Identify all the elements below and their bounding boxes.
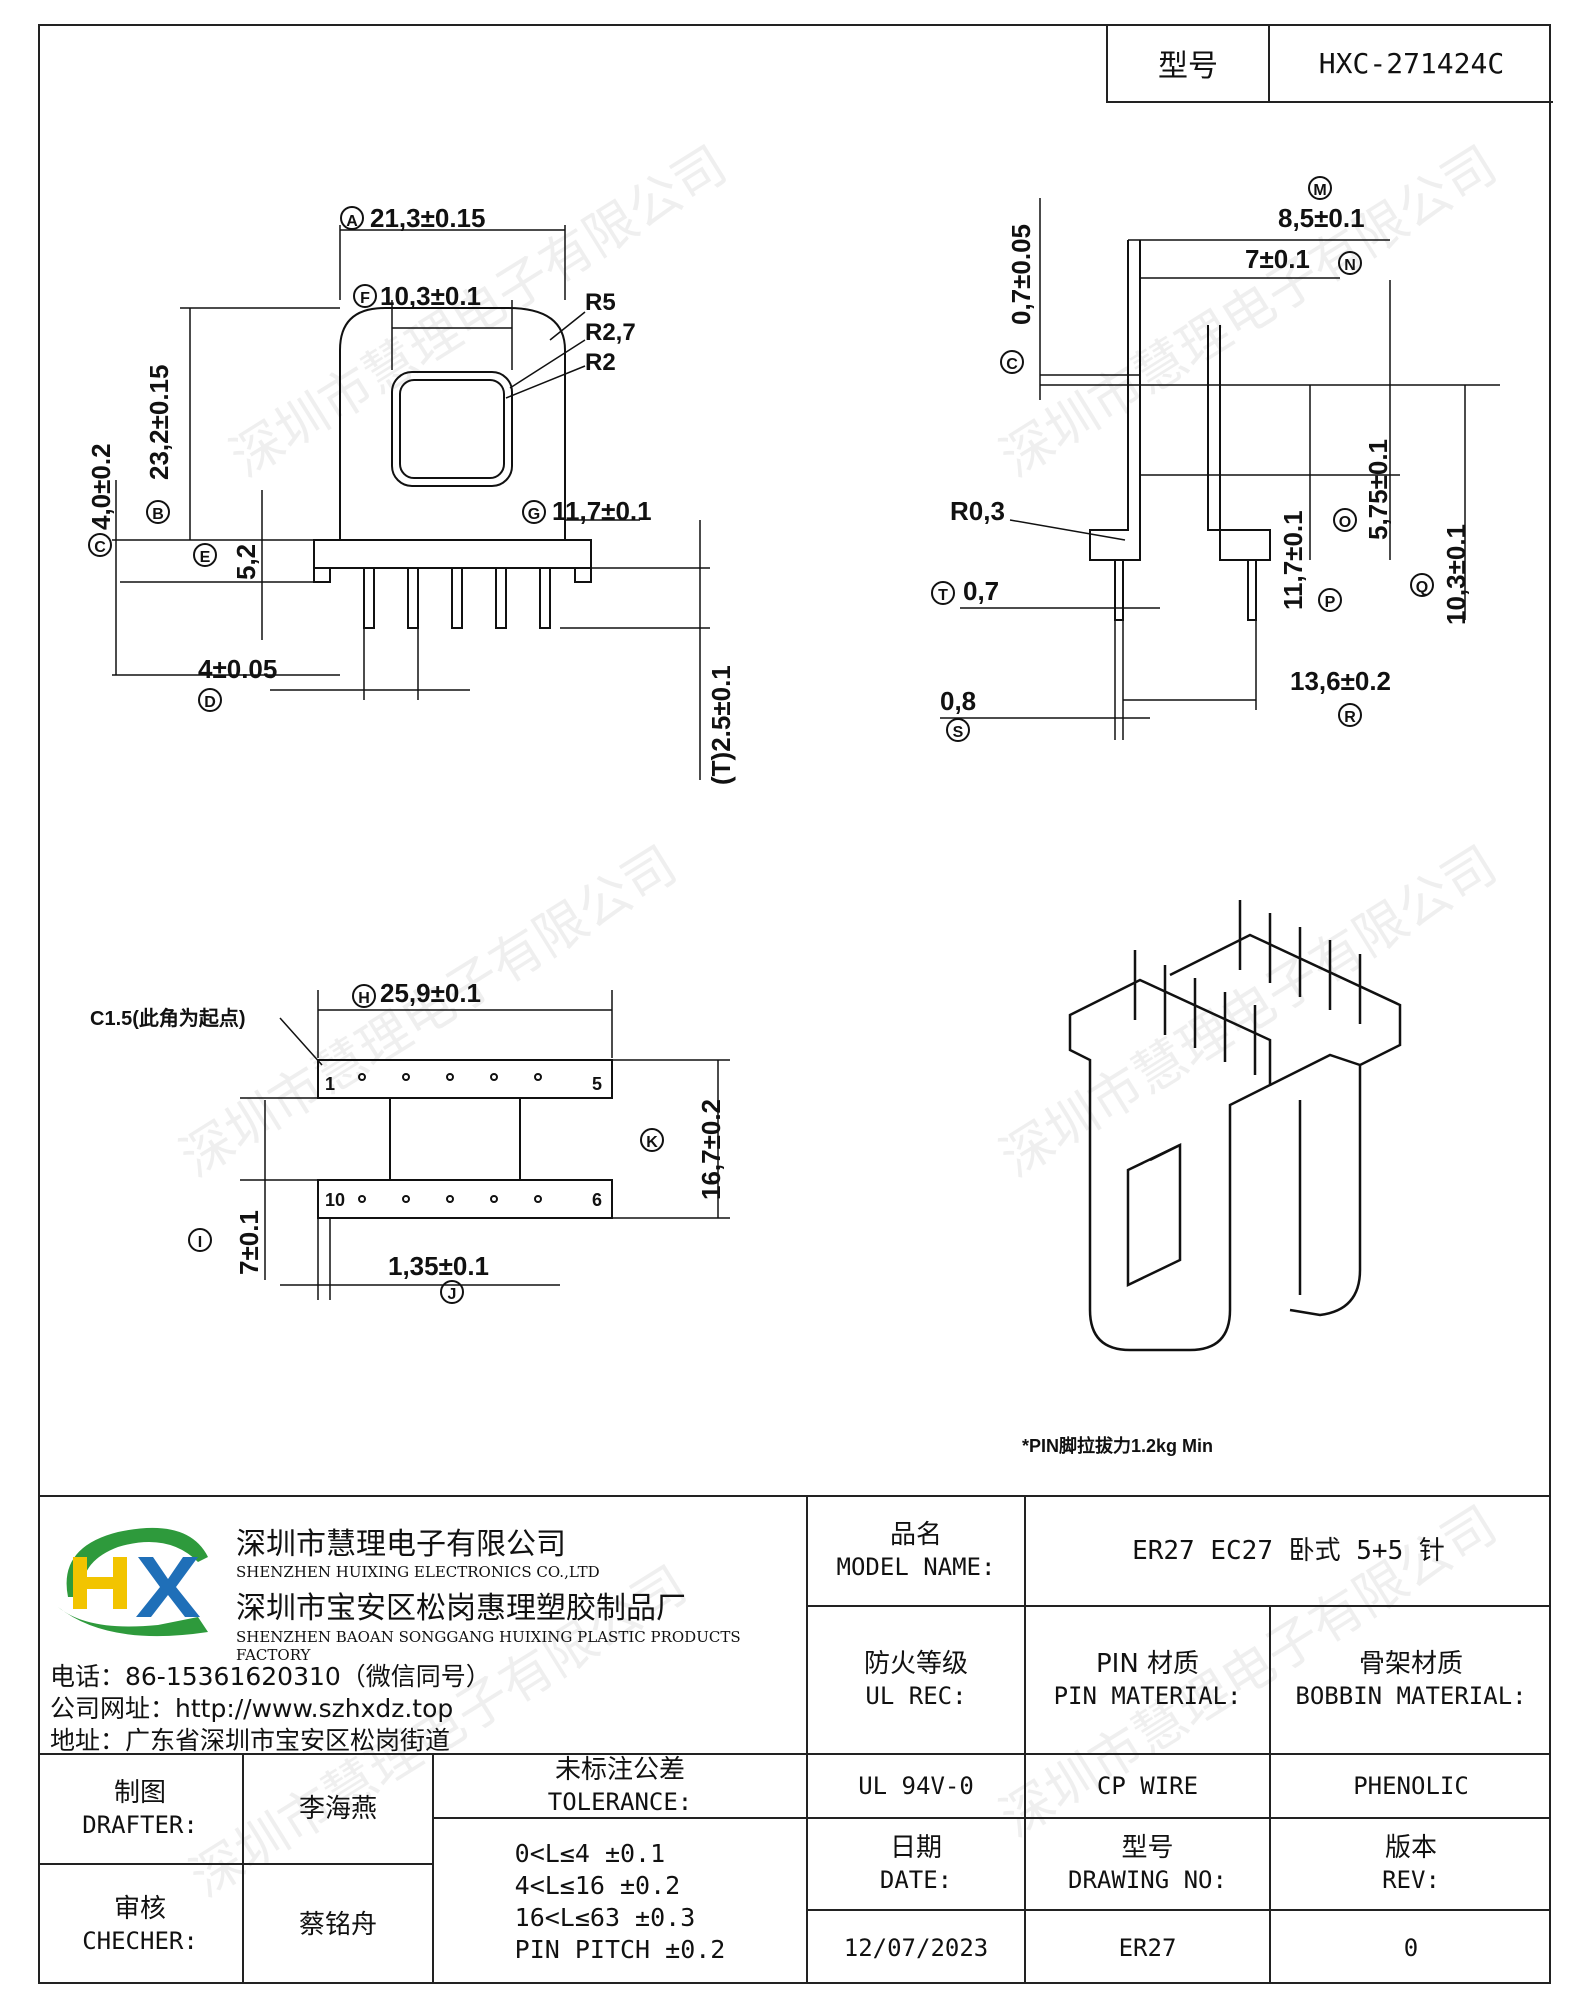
company-name-cn: 深圳市慧理电子有限公司: [236, 1527, 566, 1562]
bobbin-material-value: PHENOLIC: [1269, 1753, 1551, 1817]
dim-g: 11,7±0.1: [552, 496, 652, 526]
bobbin-material-label: 骨架材质 BOBBIN MATERIAL:: [1269, 1605, 1551, 1753]
pin-1: 1: [325, 1074, 335, 1094]
dim-s: 0,8: [940, 686, 976, 716]
company-phone: 电话：86-15361620310（微信同号）: [50, 1662, 491, 1691]
ul-rec-label: 防火等级 UL REC:: [806, 1605, 1024, 1753]
revision-label: 版本 REV:: [1269, 1817, 1551, 1909]
company-address: 地址：广东省深圳市宝安区松岗街道: [50, 1726, 451, 1755]
front-view: A 21,3±0.15 F 10,3±0.1 R5 R2,7 R2 23,2±0…: [86, 203, 736, 785]
model-name-value: ER27 EC27 卧式 5+5 针: [1024, 1495, 1551, 1605]
svg-text:G: G: [528, 506, 540, 523]
dim-a: 21,3±0.15: [370, 203, 485, 233]
svg-text:A: A: [346, 213, 358, 230]
svg-text:F: F: [360, 290, 370, 307]
dim-c15: C1.5(此角为起点): [90, 1006, 246, 1030]
dim-r27: R2,7: [585, 319, 636, 346]
svg-text:K: K: [646, 1134, 658, 1151]
dim-m: 8,5±0.1: [1278, 203, 1365, 233]
svg-text:M: M: [1313, 182, 1326, 199]
svg-text:C: C: [94, 539, 106, 556]
dim-q: 10,3±0.1: [1441, 524, 1471, 625]
dim-p: 11,7±0.1: [1278, 510, 1308, 610]
ul-value: UL 94V-0: [806, 1753, 1024, 1817]
dim-r: 13,6±0.2: [1290, 666, 1391, 696]
tolerance-line: 4<L≤16 ±0.2: [514, 1870, 681, 1900]
dim-k: 16,7±0.2: [696, 1099, 726, 1200]
svg-text:R: R: [1344, 709, 1356, 726]
svg-text:H: H: [358, 990, 370, 1007]
dim-o: 5,75±0.1: [1363, 439, 1393, 540]
svg-text:P: P: [1325, 594, 1336, 611]
svg-text:B: B: [152, 506, 164, 523]
svg-text:O: O: [1339, 514, 1351, 531]
date-label: 日期 DATE:: [806, 1817, 1024, 1909]
dim-b: 23,2±0.15: [144, 365, 174, 480]
pin-pull-note: *PIN脚拉拔力1.2kg Min: [1022, 1435, 1213, 1456]
company-logo: [58, 1527, 208, 1637]
company-name-en: SHENZHEN HUIXING ELECTRONICS CO.,LTD: [236, 1563, 600, 1581]
dim-c07: 0,7±0.05: [1006, 224, 1036, 325]
svg-text:D: D: [204, 694, 216, 711]
dim-j: 1,35±0.1: [388, 1251, 489, 1281]
dim-d: 4±0.05: [198, 654, 277, 684]
svg-text:C: C: [1006, 356, 1018, 373]
dim-r2: R2: [585, 349, 616, 376]
drafter-name: 李海燕: [242, 1753, 432, 1863]
model-name-label: 品名 MODEL NAME:: [806, 1495, 1024, 1605]
pin-6: 6: [592, 1190, 602, 1210]
dim-r5: R5: [585, 289, 616, 316]
svg-text:T: T: [938, 587, 948, 604]
pin-material-label: PIN 材质 PIN MATERIAL:: [1024, 1605, 1269, 1753]
tolerance-line: PIN PITCH ±0.2: [514, 1934, 726, 1964]
pin-5: 5: [592, 1074, 602, 1094]
checker-label: 审核 CHECHER:: [38, 1863, 242, 1984]
drawing-sheet: [38, 24, 1551, 1984]
dim-r03: R0,3: [950, 496, 1005, 526]
dim-c4: 4,0±0.2: [86, 443, 116, 530]
svg-text:J: J: [448, 1286, 457, 1303]
side-view: 0,7±0.05 C M 8,5±0.1 7±0.1 N 11,7±0.1 P …: [931, 176, 1500, 742]
company-info: 深圳市慧理电子有限公司 SHENZHEN HUIXING ELECTRONICS…: [38, 1495, 806, 1755]
tolerance-line: 0<L≤4 ±0.1: [514, 1838, 666, 1868]
dim-e: 5,2: [231, 544, 261, 580]
svg-text:I: I: [198, 1234, 202, 1251]
dim-t: (T)2.5±0.1: [706, 665, 736, 785]
model-label: 型号: [1108, 25, 1270, 101]
factory-name-cn: 深圳市宝安区松岗惠理塑胶制品厂: [236, 1591, 686, 1626]
isometric-view: [1068, 900, 1402, 1352]
dim-h: 25,9±0.1: [380, 978, 481, 1008]
title-block: 深圳市慧理电子有限公司 SHENZHEN HUIXING ELECTRONICS…: [38, 1495, 1551, 1984]
technical-drawing: A 21,3±0.15 F 10,3±0.1 R5 R2,7 R2 23,2±0…: [86, 176, 1500, 1456]
drawing-no-label: 型号 DRAWING NO:: [1024, 1817, 1269, 1909]
svg-text:S: S: [953, 724, 964, 741]
svg-text:N: N: [1344, 257, 1356, 274]
model-value: HXC-271424C: [1318, 46, 1505, 80]
checker-name: 蔡铭舟: [242, 1863, 432, 1984]
revision-value: 0: [1269, 1909, 1551, 1984]
tolerance-line: 16<L≤63 ±0.3: [514, 1902, 696, 1932]
pin-10: 10: [325, 1190, 345, 1210]
svg-text:Q: Q: [1416, 579, 1428, 596]
date-value: 12/07/2023: [806, 1909, 1024, 1984]
model-number-box: 型号 HXC-271424C: [1106, 25, 1553, 103]
drawing-no-value: ER27: [1024, 1909, 1269, 1984]
company-website: 公司网址：http://www.szhxdz.top: [50, 1694, 454, 1723]
drafter-label: 制图 DRAFTER:: [38, 1753, 242, 1863]
bottom-view: 1 5 10 6 C1.5(此角为起点) H 25,9±0.1 16,7±0.2…: [90, 978, 730, 1304]
tolerance-label: 未标注公差 TOLERANCE:: [432, 1753, 806, 1817]
dim-n: 7±0.1: [1245, 244, 1310, 274]
svg-text:E: E: [200, 549, 211, 566]
tolerance-values: 0<L≤4 ±0.1 4<L≤16 ±0.2 16<L≤63 ±0.3 PIN …: [432, 1817, 806, 1984]
factory-name-en: SHENZHEN BAOAN SONGGANG HUIXING PLASTIC …: [236, 1628, 741, 1664]
dim-t07: 0,7: [963, 576, 999, 606]
dim-f: 10,3±0.1: [380, 281, 481, 311]
dim-i: 7±0.1: [234, 1210, 264, 1275]
pin-material-value: CP WIRE: [1024, 1753, 1269, 1817]
